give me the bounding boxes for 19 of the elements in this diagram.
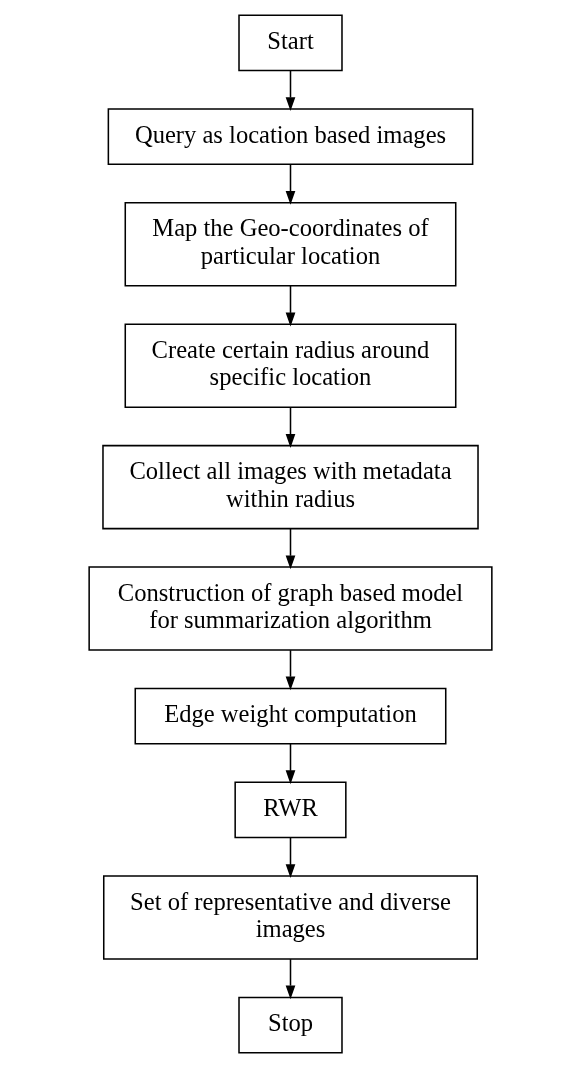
arrow [285,527,296,570]
node-box: Start [238,14,343,72]
arrow [285,285,296,327]
arrow [285,743,296,785]
node-box: Collect all images with metadata within radius [102,444,479,530]
node-box: Set of representative and diverse images [103,875,478,960]
arrow [285,837,296,879]
node-box: Create certain radius around specific location [124,323,457,408]
arrow [285,69,296,111]
arrow [285,958,296,1000]
node-box: RWR [234,781,347,839]
arrow [285,163,296,205]
node-box: Construction of graph based model for summarization algorithm [88,566,493,651]
node-box: Stop [238,996,343,1054]
node-box: Query as location based images [107,108,474,166]
arrow [285,406,296,448]
node-box: Map the Geo-coordinates of particular location [124,202,457,287]
arrow [285,649,296,691]
node-box: Edge weight computation [134,687,447,745]
